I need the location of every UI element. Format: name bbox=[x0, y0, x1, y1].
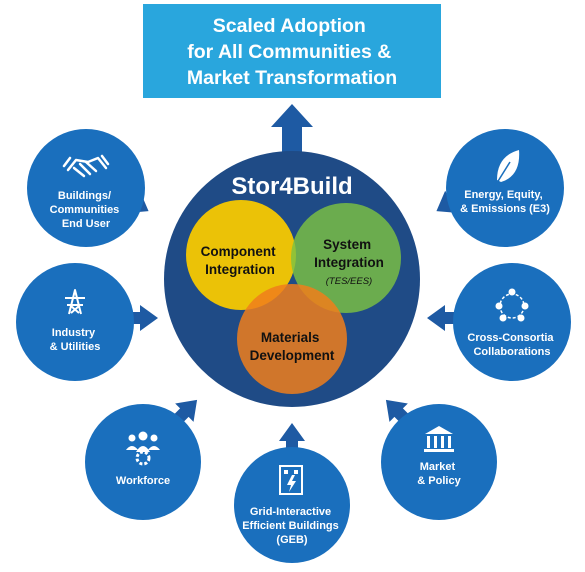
bank-icon bbox=[424, 426, 454, 452]
satellite-buildings: Buildings/ Communities End User bbox=[27, 129, 145, 247]
venn-diagram bbox=[186, 200, 401, 394]
materials-development-circle bbox=[237, 284, 347, 394]
team-gear-icon bbox=[126, 431, 160, 466]
system-integration-sub: (TES/EES) bbox=[326, 276, 372, 287]
system-integration-label: System Integration bbox=[314, 237, 384, 270]
arrow-consortia bbox=[427, 305, 461, 331]
satellite-energy: Energy, Equity, & Emissions (E3) bbox=[446, 129, 564, 247]
handshake-icon bbox=[62, 154, 110, 178]
satellite-geb: Grid-Interactive Efficient Buildings (GE… bbox=[234, 447, 350, 563]
svg-text:Workforce: Workforce bbox=[116, 475, 170, 487]
network-people-icon bbox=[495, 288, 529, 322]
component-integration-label: Component Integration bbox=[201, 244, 280, 277]
power-tower-icon bbox=[65, 289, 85, 315]
arrow-geb bbox=[279, 423, 305, 457]
svg-text:Market & Policy: Market & Policy bbox=[417, 461, 461, 487]
top-box-text: Scaled Adoption for All Communities & Ma… bbox=[187, 15, 397, 89]
satellite-market: Market & Policy bbox=[381, 404, 497, 520]
svg-text:Buildings/ Communities: Buildings/ Communities End User bbox=[50, 190, 123, 230]
stor4build-title: Stor4Build bbox=[231, 173, 352, 200]
system-integration-circle bbox=[291, 203, 401, 313]
svg-text:Industry & Utilities: Industry & Utilities bbox=[50, 327, 101, 353]
top-box bbox=[143, 4, 441, 98]
leaf-icon bbox=[494, 150, 520, 187]
satellite-workforce: Workforce bbox=[85, 404, 201, 520]
satellite-industry: Industry & Utilities bbox=[16, 263, 134, 381]
materials-development-label: Materials Development bbox=[250, 330, 335, 363]
svg-text:Grid-Interactive Efficie: Grid-Interactive Efficient Buildings (GE… bbox=[242, 506, 342, 546]
building-bolt-icon bbox=[279, 465, 303, 495]
component-integration-circle bbox=[186, 200, 296, 310]
svg-text:Energy, Equity, & Emissi: Energy, Equity, & Emissions (E3) bbox=[460, 189, 550, 215]
svg-text:Cross-Consortia Collabor: Cross-Consortia Collaborations bbox=[467, 332, 556, 358]
arrow-industry bbox=[124, 305, 158, 331]
satellite-consortia: Cross-Consortia Collaborations bbox=[453, 263, 571, 381]
arrow-to-top-box bbox=[271, 104, 313, 152]
